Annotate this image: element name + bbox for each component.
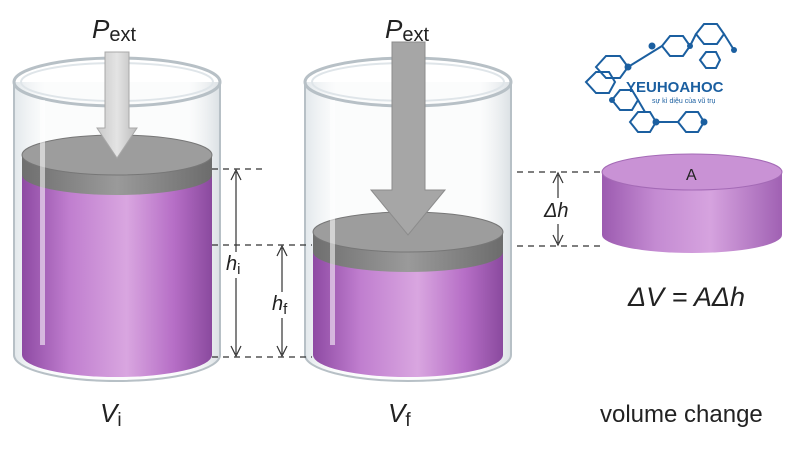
volume-disk (601, 153, 783, 253)
initial-volume-symbol: V (100, 398, 120, 428)
svg-text:Vi: Vi (100, 398, 122, 431)
initial-height-symbol: h (226, 253, 237, 275)
svg-text:Pext: Pext (92, 14, 136, 46)
left-pressure-subscript: ext (109, 24, 136, 46)
final-height-symbol: h (272, 293, 283, 315)
volume-formula: ΔV = AΔh (627, 282, 745, 312)
right-pressure-arrow (369, 41, 447, 236)
delta-h-label: Δh (543, 200, 569, 222)
left-cylinder (12, 51, 222, 382)
molecule-icon (584, 23, 735, 133)
area-label: A (686, 167, 697, 184)
yeuhoahoc-logo: YEUHOAHOC sự kì diệu của vũ trụ (584, 23, 737, 133)
final-height-subscript: f (283, 301, 288, 318)
logo-name: YEUHOAHOC (626, 79, 724, 96)
svg-text:Pext: Pext (385, 14, 429, 46)
svg-text:Vf: Vf (388, 398, 411, 431)
final-volume-subscript: f (405, 410, 411, 431)
volume-change-caption: volume change (600, 401, 763, 428)
initial-volume-subscript: i (117, 410, 121, 431)
dimension-lines (212, 168, 600, 358)
svg-text:hf: hf (272, 293, 288, 318)
right-pressure-subscript: ext (402, 24, 429, 46)
left-pressure-arrow (96, 51, 138, 159)
initial-height-subscript: i (237, 261, 240, 278)
right-pressure-symbol: P (385, 14, 403, 44)
right-cylinder (303, 41, 513, 382)
left-pressure-symbol: P (92, 14, 110, 44)
right-liquid (313, 250, 503, 377)
left-liquid (22, 168, 212, 377)
svg-text:hi: hi (226, 253, 240, 278)
logo-tagline: sự kì diệu của vũ trụ (652, 97, 716, 105)
final-volume-symbol: V (388, 398, 408, 428)
